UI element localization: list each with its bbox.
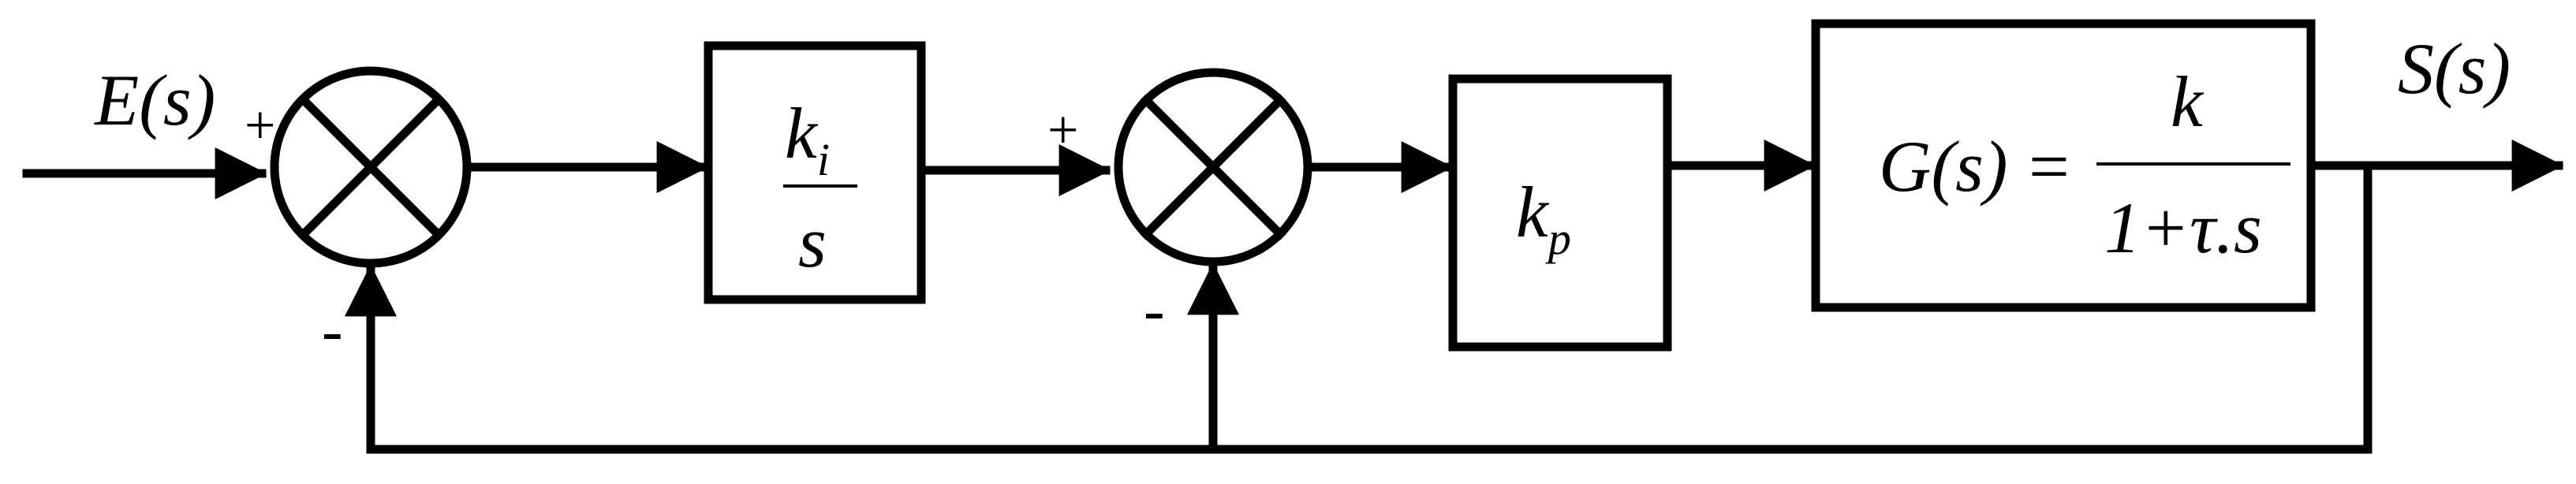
sj2-minus-sign: - xyxy=(1144,276,1165,345)
proportional-gain-subscript: p xyxy=(1545,213,1571,264)
plant-lhs: G(s) xyxy=(1879,126,2008,207)
input-label: E(s) xyxy=(93,60,215,140)
proportional-gain: kp xyxy=(1516,172,1571,264)
sj1-minus-sign: - xyxy=(322,296,343,366)
summing-junction-1 xyxy=(270,66,472,268)
sj1-plus-sign: + xyxy=(245,95,275,156)
feedback-outer-path xyxy=(366,161,2373,454)
proportional-block xyxy=(1448,74,1672,352)
plant-equals: = xyxy=(2029,126,2070,207)
integral-numerator-subscript: i xyxy=(817,134,830,185)
integral-numerator: ki xyxy=(785,93,830,185)
summing-junction-2 xyxy=(1114,68,1312,266)
integral-denominator: s xyxy=(798,202,827,282)
plant-numerator: k xyxy=(2171,61,2205,142)
plant-denominator: 1+τ.s xyxy=(2104,188,2262,268)
sj2-plus-sign: + xyxy=(1047,100,1078,161)
output-label: S(s) xyxy=(2398,28,2511,109)
